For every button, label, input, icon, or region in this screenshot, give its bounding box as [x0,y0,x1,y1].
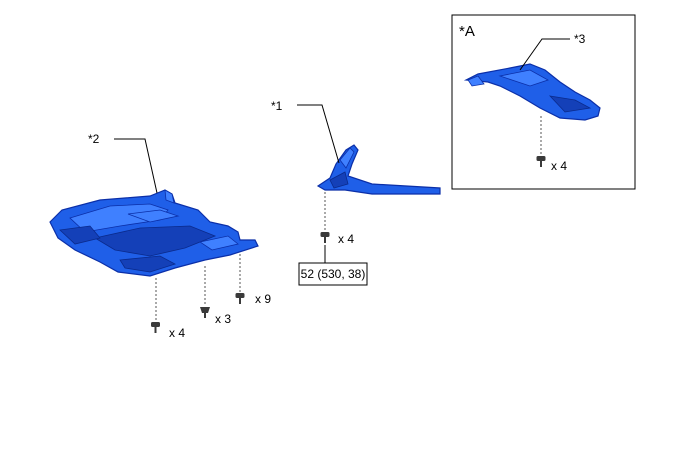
qty-part3: x 4 [551,159,567,173]
leader-line-part1 [297,104,340,164]
leader-line-part2 [114,138,158,194]
torque-spec-box [298,262,368,286]
qty-part1: x 4 [338,232,354,246]
engine-under-cover [49,189,259,277]
torque-spec-text: 52 (530, 38) [301,267,366,281]
qty-mid: x 3 [215,312,231,326]
callout-part1: *1 [271,99,283,113]
clip-icon [200,307,210,318]
cover-bracket [316,144,441,195]
inset-label: *A [459,23,475,40]
rear-under-cover [463,63,601,121]
qty-right: x 9 [255,292,271,306]
bolt-icon [235,293,245,304]
bolt-icon [320,232,330,243]
bolt-icon [151,322,160,333]
qty-left: x 4 [169,326,185,340]
bolt-icon [536,156,546,167]
callout-part3: *3 [574,32,586,46]
leader-line-part3 [519,38,570,71]
callout-part2: *2 [88,132,100,146]
inset-frame [451,14,636,190]
